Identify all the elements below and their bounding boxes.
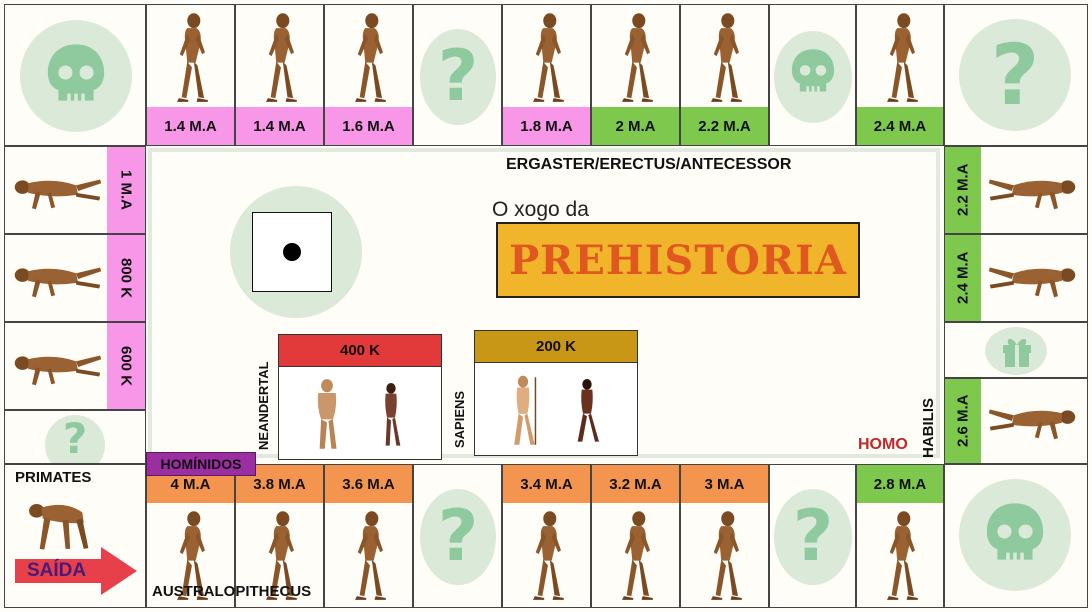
hominid-figure-icon <box>9 253 105 303</box>
homo-label: HOMO <box>858 436 908 454</box>
hominid-figure-icon <box>9 341 105 391</box>
die[interactable] <box>252 212 332 292</box>
hominid-figure-icon <box>697 507 753 605</box>
age-label: 1 M.A <box>107 147 145 233</box>
age-label: 2.6 M.A <box>945 379 981 463</box>
neandertal-figure-icon <box>305 375 349 455</box>
early-human-figure-icon <box>371 375 411 455</box>
question-mark-icon: ? <box>959 27 1071 123</box>
hominid-figure-icon <box>252 9 308 107</box>
bottom-space-7[interactable]: 2.8 M.A <box>856 464 944 608</box>
age-label: 600 K <box>107 323 145 409</box>
hominid-figure-icon <box>9 165 105 215</box>
age-label: 1.6 M.A <box>325 107 412 145</box>
top-space-4[interactable]: 1.8 M.A <box>502 4 591 146</box>
game-title: PREHISTORIA <box>509 237 847 284</box>
corner-bottom-right[interactable] <box>944 464 1088 608</box>
australopithecus-label: AUSTRALOPITHECUS <box>152 583 311 600</box>
hominid-figure-icon <box>519 9 575 107</box>
die-pip-icon <box>283 243 301 261</box>
age-label: 2.2 M.A <box>945 147 981 233</box>
top-space-6[interactable]: 2.2 M.A <box>680 4 769 146</box>
bottom-space-question-2[interactable]: ? <box>769 464 856 608</box>
top-space-skull[interactable] <box>769 4 856 146</box>
hominid-figure-icon <box>985 253 1081 303</box>
age-label: 800 K <box>107 235 145 321</box>
sapiens-label: SAPIENS <box>452 352 467 448</box>
skull-icon <box>780 40 846 106</box>
question-mark-icon: ? <box>420 493 496 579</box>
hominid-figure-icon <box>608 507 664 605</box>
top-space-question[interactable]: ? <box>413 4 502 146</box>
skull-icon <box>971 491 1059 579</box>
hominid-figure-icon <box>985 165 1081 215</box>
sapiens-figure-icon <box>501 369 545 453</box>
start-label: SAÍDA <box>27 560 86 582</box>
bottom-space-4[interactable]: 3.4 M.A <box>502 464 591 608</box>
age-label: 1.4 M.A <box>236 107 323 145</box>
left-space-question[interactable]: ? <box>4 410 146 464</box>
primates-label: PRIMATES <box>15 469 91 486</box>
gift-icon <box>1001 331 1033 369</box>
top-space-2[interactable]: 1.4 M.A <box>235 4 324 146</box>
skull-icon <box>32 32 120 120</box>
sapiens-card[interactable]: 200 K <box>474 330 638 456</box>
age-label: 1.4 M.A <box>147 107 234 145</box>
neandertal-age: 400 K <box>279 335 441 367</box>
left-space-2[interactable]: 800 K <box>4 234 146 322</box>
right-space-gift[interactable] <box>944 322 1088 378</box>
hominid-figure-icon <box>608 9 664 107</box>
top-space-3[interactable]: 1.6 M.A <box>324 4 413 146</box>
hominidos-badge: HOMÍNIDOS <box>146 452 256 476</box>
question-mark-icon: ? <box>45 415 105 463</box>
hominid-figure-icon <box>985 395 1081 445</box>
corner-start[interactable]: PRIMATES SAÍDA <box>4 464 146 608</box>
top-space-1[interactable]: 1.4 M.A <box>146 4 235 146</box>
age-label: 1.8 M.A <box>503 107 590 145</box>
corner-top-right[interactable]: ? <box>944 4 1088 146</box>
board-center: ERGASTER/ERECTUS/ANTECESSOR O xogo da PR… <box>148 148 940 458</box>
neandertal-label: NEANDERTAL <box>256 346 271 450</box>
top-space-7[interactable]: 2.4 M.A <box>856 4 944 146</box>
left-space-3[interactable]: 600 K <box>4 322 146 410</box>
bottom-space-5[interactable]: 3.2 M.A <box>591 464 680 608</box>
top-space-5[interactable]: 2 M.A <box>591 4 680 146</box>
bottom-space-6[interactable]: 3 M.A <box>680 464 769 608</box>
hominid-figure-icon <box>341 507 397 605</box>
age-label: 3.6 M.A <box>325 465 412 503</box>
age-label: 3.4 M.A <box>503 465 590 503</box>
title-box: PREHISTORIA <box>496 222 860 298</box>
subtitle: O xogo da <box>492 198 589 222</box>
hominid-figure-icon <box>873 9 929 107</box>
bottom-space-3[interactable]: 3.6 M.A <box>324 464 413 608</box>
hominidos-label: HOMÍNIDOS <box>161 456 242 472</box>
age-label: 2.4 M.A <box>945 235 981 321</box>
right-space-3[interactable]: 2.6 M.A <box>944 378 1088 464</box>
question-mark-icon: ? <box>774 493 852 579</box>
hominid-figure-icon <box>873 507 929 605</box>
right-space-1[interactable]: 2.2 M.A <box>944 146 1088 234</box>
right-space-2[interactable]: 2.4 M.A <box>944 234 1088 322</box>
modern-human-figure-icon <box>567 369 607 453</box>
neandertal-card[interactable]: 400 K <box>278 334 442 460</box>
hominid-figure-icon <box>519 507 575 605</box>
habilis-label: HABILIS <box>920 388 937 458</box>
age-label: 2 M.A <box>592 107 679 145</box>
age-label: 2.4 M.A <box>857 107 943 145</box>
question-mark-icon: ? <box>420 33 496 119</box>
corner-top-left[interactable] <box>4 4 146 146</box>
bottom-space-question-1[interactable]: ? <box>413 464 502 608</box>
group-label-ergaster: ERGASTER/ERECTUS/ANTECESSOR <box>506 156 791 174</box>
hominid-figure-icon <box>341 9 397 107</box>
hominid-figure-icon <box>697 9 753 107</box>
left-space-1[interactable]: 1 M.A <box>4 146 146 234</box>
age-label: 2.8 M.A <box>857 465 943 503</box>
age-label: 2.2 M.A <box>681 107 768 145</box>
age-label: 3 M.A <box>681 465 768 503</box>
sapiens-age: 200 K <box>475 331 637 363</box>
hominid-figure-icon <box>163 9 219 107</box>
age-label: 3.2 M.A <box>592 465 679 503</box>
